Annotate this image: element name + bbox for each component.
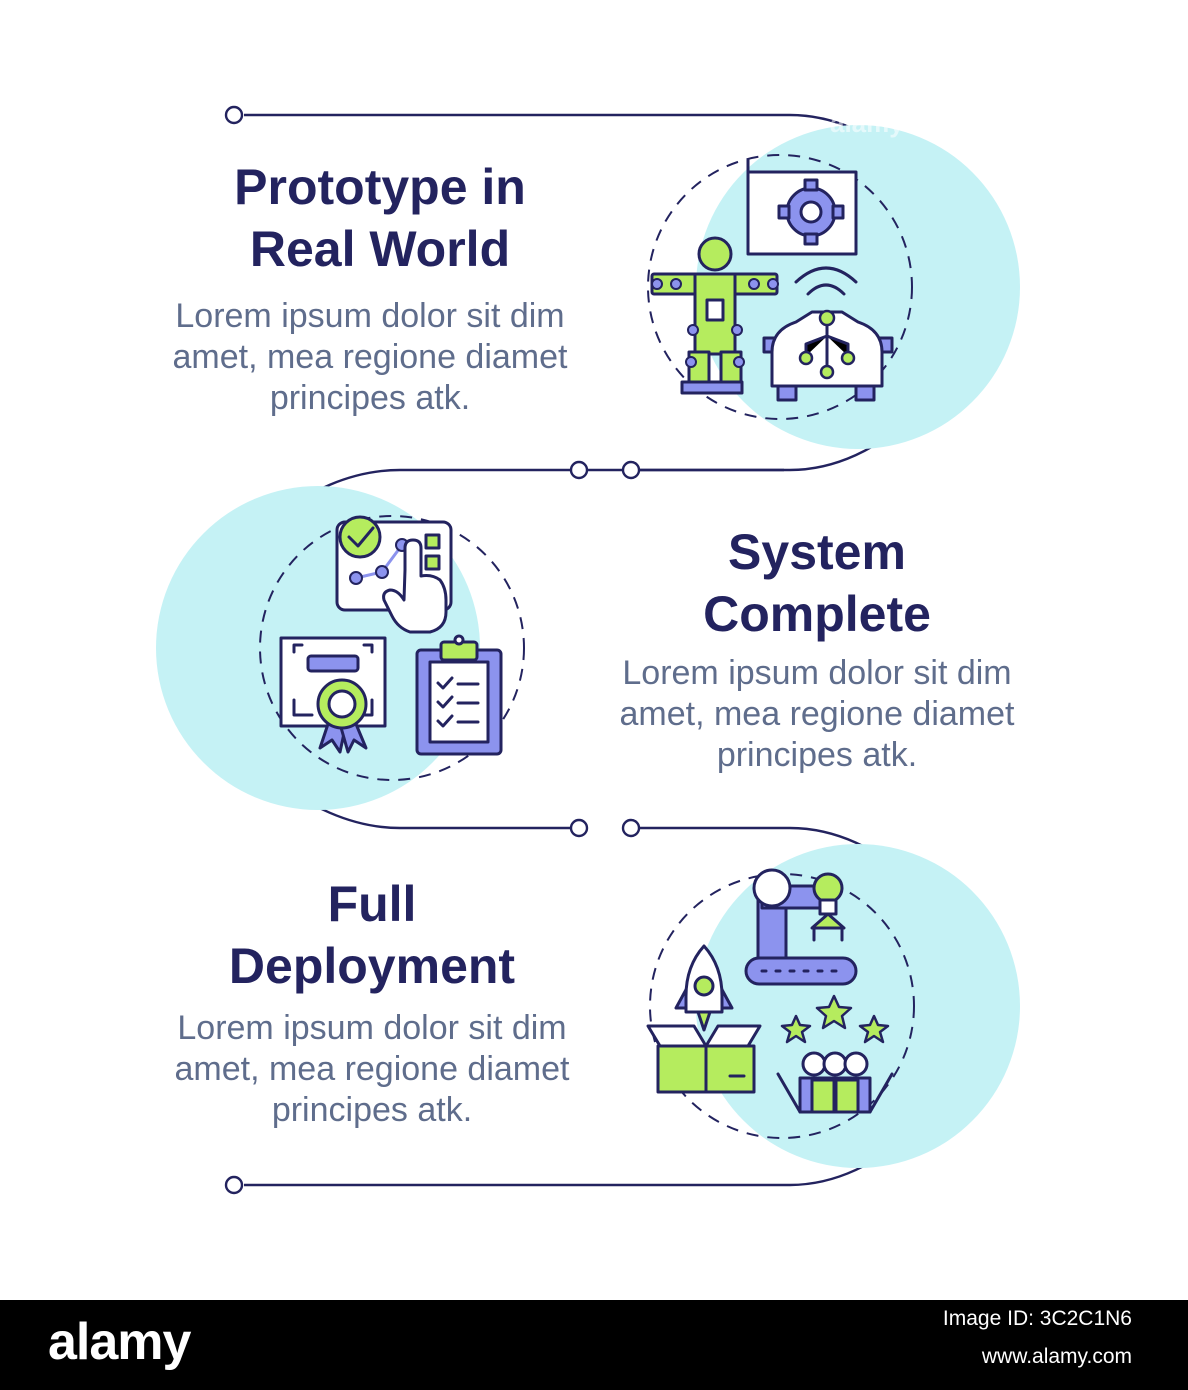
step-2-title-line: Complete [703, 586, 931, 642]
alamy-logo: alamy [48, 1313, 191, 1371]
step-1-description-line: Lorem ipsum dolor sit dim [175, 297, 565, 335]
system-complete-icon [156, 486, 525, 810]
step-1-description-line: amet, mea regione diamet [172, 338, 568, 376]
connector-dot [569, 818, 589, 838]
connector-dot [224, 1175, 244, 1195]
process-diagram [156, 105, 1020, 1195]
connector-dot [621, 818, 641, 838]
step-1-title-line: Real World [249, 221, 511, 277]
full-deployment-icon [646, 844, 1020, 1168]
step-2-description-line: Lorem ipsum dolor sit dim [622, 654, 1012, 692]
step-1-title: Prototype in Real World [130, 156, 630, 280]
connector-dot [224, 105, 244, 125]
connector-dot [621, 460, 641, 480]
image-id: Image ID: 3C2C1N6 [942, 1307, 1132, 1330]
prototype-testing-icon [647, 125, 1020, 449]
step-2-description: Lorem ipsum dolor sit dim amet, mea regi… [567, 653, 1067, 776]
step-3-title: Full Deployment [122, 873, 622, 997]
step-3-title-line: Deployment [228, 938, 516, 994]
step-3-description: Lorem ipsum dolor sit dim amet, mea regi… [122, 1008, 622, 1131]
step-1-description-line: principes atk. [269, 379, 471, 417]
step-2-description-line: principes atk. [716, 736, 918, 774]
stock-url: www.alamy.com [981, 1345, 1132, 1368]
stock-footer: alamy Image ID: 3C2C1N6 www.alamy.com [0, 1300, 1188, 1390]
watermark: alamy [830, 108, 904, 138]
step-3-title-line: Full [327, 876, 417, 932]
step-2-description-line: amet, mea regione diamet [619, 695, 1015, 733]
step-3-description-line: amet, mea regione diamet [174, 1050, 570, 1088]
step-1-title-line: Prototype in [234, 159, 526, 215]
step-2-title: System Complete [567, 521, 1067, 645]
connector-dots [224, 105, 641, 1195]
step-1-description: Lorem ipsum dolor sit dim amet, mea regi… [120, 296, 620, 419]
step-3-description-line: Lorem ipsum dolor sit dim [177, 1009, 567, 1047]
step-3-description-line: principes atk. [271, 1091, 473, 1129]
step-2-title-line: System [728, 524, 906, 580]
connector-dot [569, 460, 589, 480]
